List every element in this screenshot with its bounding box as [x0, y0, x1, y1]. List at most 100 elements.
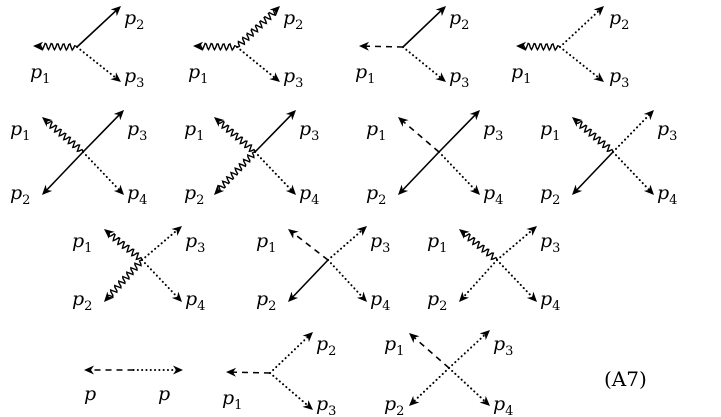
arrowhead [526, 291, 537, 302]
arrowhead [356, 291, 367, 302]
momentum-symbol: p [127, 118, 139, 140]
momentum-symbol: p [540, 230, 552, 252]
momentum-subscript: 4 [669, 193, 677, 208]
momentum-subscript: 1 [22, 129, 30, 144]
leg-solid-2 [44, 151, 84, 193]
arrowhead [288, 229, 299, 239]
momentum-label: p2 [427, 288, 447, 314]
arrowhead [110, 72, 121, 82]
leg-wavy-1 [37, 42, 78, 52]
momentum-subscript: 1 [42, 72, 50, 87]
leg-dotted-3 [559, 46, 602, 80]
momentum-symbol: p [127, 182, 139, 204]
leg-wavy-2 [106, 259, 143, 299]
momentum-symbol: p [283, 7, 295, 29]
momentum-symbol: p [10, 118, 22, 140]
momentum-label: p1 [384, 333, 404, 359]
momentum-label: p1 [222, 387, 242, 413]
momentum-symbol: p [316, 393, 328, 415]
momentum-label: p1 [188, 61, 208, 87]
leg-wavy-1 [107, 231, 143, 261]
momentum-subscript: 1 [196, 129, 204, 144]
momentum-label: p2 [124, 7, 144, 33]
arrowhead [398, 184, 409, 195]
momentum-label: p1 [184, 118, 204, 144]
arrowhead [302, 400, 313, 410]
momentum-symbol: p [609, 65, 621, 87]
momentum-label: p4 [657, 182, 677, 208]
leg-dotted-4 [496, 259, 535, 300]
momentum-symbol: p [124, 65, 136, 87]
momentum-subscript: 3 [552, 241, 560, 256]
momentum-subscript: 4 [495, 193, 503, 208]
arrowhead [435, 6, 446, 17]
momentum-subscript: 2 [22, 193, 30, 208]
arrowhead [572, 117, 583, 127]
momentum-subscript: 4 [382, 299, 390, 314]
arrowhead [479, 330, 490, 341]
momentum-label: p1 [256, 230, 276, 256]
momentum-symbol: p [158, 383, 170, 405]
momentum-symbol: p [483, 182, 495, 204]
momentum-label: p2 [609, 7, 629, 33]
momentum-label: p2 [384, 393, 404, 417]
leg-dotted-3 [402, 46, 444, 80]
arrowhead [193, 41, 204, 51]
momentum-subscript: 2 [378, 193, 386, 208]
momentum-symbol: p [185, 288, 197, 310]
leg-wavy-2 [216, 151, 256, 193]
arrowhead [409, 333, 420, 343]
momentum-label: p3 [657, 118, 677, 144]
momentum-subscript: 2 [196, 193, 204, 208]
momentum-symbol: p [299, 118, 311, 140]
arrowhead [409, 395, 420, 406]
momentum-label: p4 [127, 182, 147, 208]
momentum-label: p1 [30, 61, 50, 87]
momentum-symbol: p [493, 333, 505, 355]
arrowhead [593, 72, 604, 82]
leg-dotted-2 [559, 8, 602, 48]
leg-dotted-3 [236, 46, 278, 80]
arrowhead [269, 6, 280, 17]
momentum-symbol: p [30, 61, 42, 83]
arrowhead [42, 184, 53, 195]
momentum-symbol: p [188, 61, 200, 83]
leg-dashed-1 [412, 335, 450, 369]
arrowhead [285, 184, 296, 195]
momentum-symbol: p [427, 288, 439, 310]
momentum-subscript: 2 [461, 18, 469, 33]
momentum-label: p4 [483, 182, 503, 208]
momentum-subscript: 2 [439, 299, 447, 314]
momentum-symbol: p [370, 230, 382, 252]
leg-dotted-4 [254, 151, 294, 193]
momentum-label: p3 [316, 393, 336, 417]
arrowhead [435, 72, 446, 82]
momentum-subscript: 1 [439, 241, 447, 256]
arrowhead [516, 41, 527, 51]
momentum-subscript: 1 [367, 72, 375, 87]
momentum-subscript: 1 [84, 241, 92, 256]
momentum-subscript: 3 [136, 76, 144, 91]
momentum-subscript: 1 [234, 398, 242, 413]
arrowhead [593, 6, 604, 17]
leg-solid-3 [438, 112, 478, 153]
arrowhead [459, 291, 470, 302]
momentum-subscript: 2 [84, 299, 92, 314]
momentum-subscript: 3 [505, 344, 513, 359]
momentum-symbol: p [384, 393, 396, 415]
arrowhead [214, 117, 225, 127]
arrowhead [84, 365, 94, 375]
momentum-label: p3 [127, 118, 147, 144]
leg-solid-3 [82, 112, 122, 153]
momentum-subscript: 3 [139, 129, 147, 144]
arrowhead [288, 291, 299, 302]
momentum-symbol: p [299, 182, 311, 204]
momentum-label: p1 [540, 118, 560, 144]
arrowhead [459, 229, 470, 239]
arrowhead [356, 226, 367, 236]
